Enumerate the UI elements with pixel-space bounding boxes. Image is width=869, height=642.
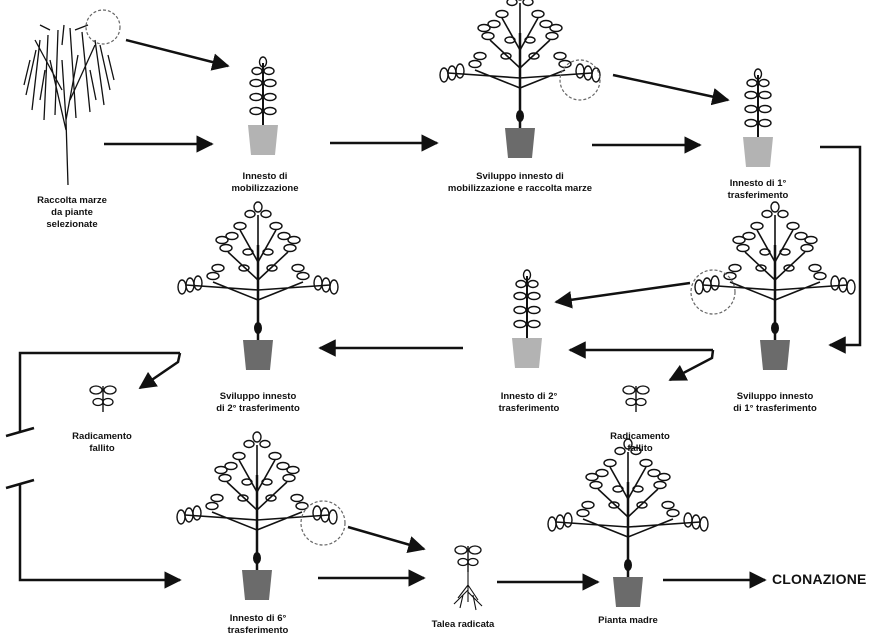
small-graft-icon — [743, 68, 773, 167]
arrow — [125, 38, 230, 71]
label-clonazione: CLONAZIONE — [772, 571, 867, 587]
label-pianta-madre: Pianta madre — [598, 615, 658, 626]
connector — [18, 484, 182, 589]
arrow — [138, 352, 182, 390]
break-mark — [5, 426, 35, 438]
label-trasf2: Innesto di 2° trasferimento — [498, 391, 560, 414]
selection-circle — [300, 500, 346, 546]
label-sviluppo-trasf2: Sviluppo innesto di 2° trasferimento — [216, 391, 300, 414]
arrow — [612, 73, 730, 106]
seedling-icon — [89, 385, 117, 413]
selection-circle — [559, 59, 601, 101]
selection-circle — [85, 9, 121, 45]
label-raccolta: Raccolta marze da piante selezionate — [37, 195, 107, 230]
label-trasf1: Innesto di 1° trasferimento — [727, 178, 789, 201]
arrow — [554, 281, 691, 309]
label-mobilizzazione: Innesto di mobilizzazione — [231, 171, 299, 194]
connector — [18, 351, 180, 432]
label-fallito-right: Radicamento fallito — [610, 431, 670, 454]
grown-tree-icon — [176, 200, 340, 370]
label-trasf6: Innesto di 6° trasferimento — [227, 613, 289, 636]
seedling-icon — [622, 385, 650, 413]
grown-tree-icon — [175, 430, 339, 600]
label-sviluppo-mob: Sviluppo innesto di mobilizzazione e rac… — [447, 171, 593, 194]
selection-circle — [690, 269, 736, 315]
small-graft-icon — [248, 56, 278, 155]
arrow — [347, 525, 426, 554]
source-tree-icon — [23, 24, 115, 186]
small-graft-icon — [512, 269, 542, 368]
label-sviluppo-trasf1: Sviluppo innesto di 1° trasferimento — [733, 391, 817, 414]
label-talea: Talea radicata — [431, 619, 495, 630]
rooted-cutting-icon — [453, 545, 483, 611]
grown-tree-icon — [438, 0, 602, 158]
connector — [820, 145, 862, 354]
arrow — [668, 349, 715, 382]
label-fallito-left: Radicamento fallito — [72, 431, 132, 454]
